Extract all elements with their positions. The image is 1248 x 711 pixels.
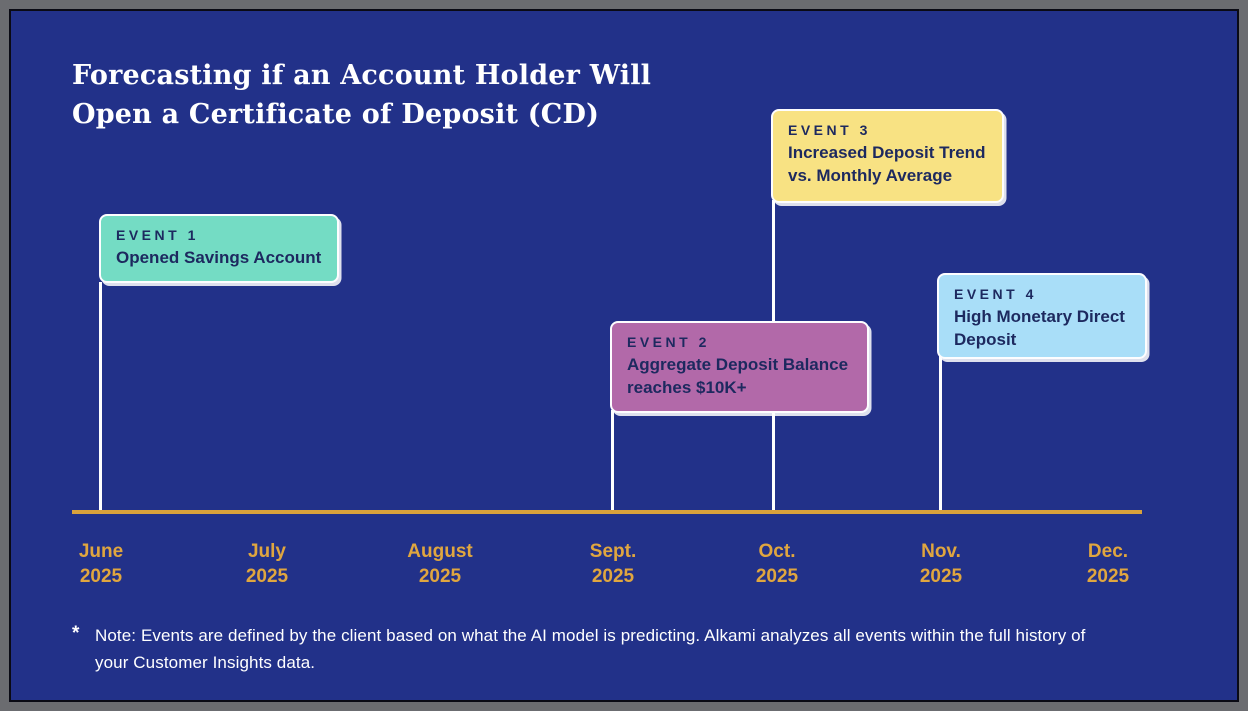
event-1-description: Opened Savings Account: [116, 248, 322, 267]
event-3-label: EVENT 3: [788, 122, 871, 138]
page-title: Forecasting if an Account Holder Will Op…: [72, 56, 651, 134]
event-4-connector-line: [939, 356, 942, 513]
event-4-label: EVENT 4: [954, 286, 1037, 302]
event-1-connector-line: [99, 282, 102, 513]
month-name: Nov.: [921, 541, 961, 562]
event-card-3: EVENT 3 Increased Deposit Trend vs. Mont…: [771, 109, 1004, 203]
month-label-nov: Nov. 2025: [920, 539, 962, 589]
month-year: 2025: [79, 566, 123, 587]
event-card-2: EVENT 2 Aggregate Deposit Balance reache…: [610, 321, 869, 413]
event-2-connector-line: [611, 410, 614, 513]
month-name: July: [247, 541, 287, 562]
footnote: * Note: Events are defined by the client…: [72, 622, 1117, 676]
event-4-description: High Monetary Direct Deposit: [954, 307, 1125, 349]
month-name: August: [407, 541, 473, 562]
month-label-july: July 2025: [246, 539, 288, 589]
month-year: 2025: [755, 566, 799, 587]
month-name: Oct.: [758, 541, 796, 562]
timeline-panel: Forecasting if an Account Holder Will Op…: [9, 9, 1239, 702]
event-1-label: EVENT 1: [116, 227, 199, 243]
month-label-oct: Oct. 2025: [756, 539, 798, 589]
month-name: Dec.: [1087, 541, 1129, 562]
event-card-4: EVENT 4 High Monetary Direct Deposit: [937, 273, 1147, 359]
event-card-1: EVENT 1 Opened Savings Account: [99, 214, 339, 283]
event-2-description: Aggregate Deposit Balance reaches $10K+: [627, 355, 849, 397]
month-year: 2025: [245, 566, 289, 587]
month-name: Sept.: [589, 541, 637, 562]
month-year: 2025: [1086, 566, 1130, 587]
month-label-sept: Sept. 2025: [590, 539, 636, 589]
event-2-label: EVENT 2: [627, 334, 710, 350]
month-label-august: August 2025: [407, 539, 472, 589]
footnote-text: Note: Events are defined by the client b…: [95, 626, 1086, 672]
month-label-dec: Dec. 2025: [1087, 539, 1129, 589]
timeline-axis: [72, 510, 1142, 514]
month-year: 2025: [919, 566, 963, 587]
month-name: June: [78, 541, 124, 562]
page-title-line1: Forecasting if an Account Holder Will: [72, 60, 652, 91]
month-year: 2025: [591, 566, 635, 587]
footnote-asterisk: *: [72, 623, 80, 644]
page-title-line2: Open a Certificate of Deposit (CD): [72, 99, 600, 130]
month-year: 2025: [418, 566, 462, 587]
month-label-june: June 2025: [79, 539, 123, 589]
event-3-description: Increased Deposit Trend vs. Monthly Aver…: [788, 143, 986, 185]
